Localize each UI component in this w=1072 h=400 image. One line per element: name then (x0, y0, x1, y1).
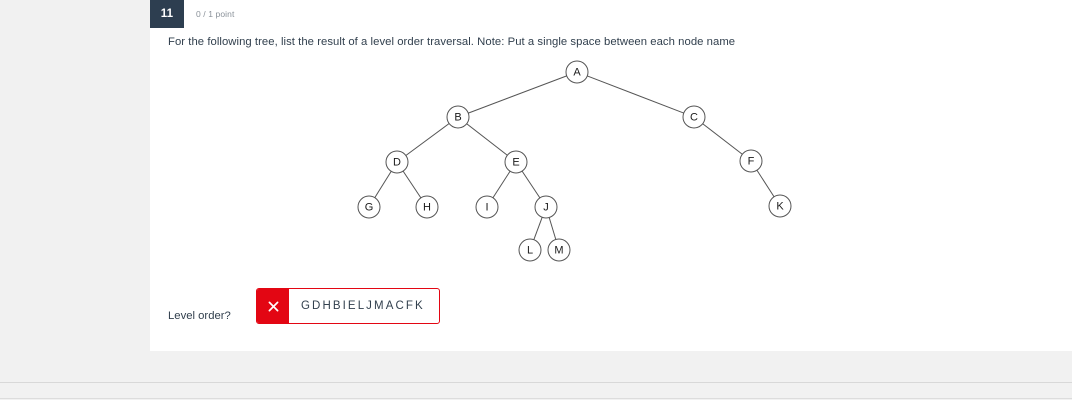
tree-node-J: J (534, 195, 558, 219)
question-prompt: For the following tree, list the result … (168, 36, 736, 48)
tree-node-label-C: C (690, 112, 698, 124)
tree-node-E: E (504, 150, 528, 174)
question-points: 0 / 1 point (196, 9, 235, 19)
tree-node-label-D: D (393, 157, 401, 169)
tree-node-circle-E (504, 150, 528, 174)
tree-node-G: G (357, 195, 381, 219)
tree-node-label-M: M (554, 245, 563, 257)
close-icon (257, 289, 289, 323)
tree-edge-D-G (374, 171, 392, 198)
tree-diagram: A B C D E F G H I J K L M (168, 52, 808, 277)
tree-node-label-I: I (485, 202, 488, 214)
answer-input-wrapper[interactable]: GDHBIELJMACFK (256, 288, 440, 324)
tree-node-C: C (682, 105, 706, 129)
tree-node-circle-B (446, 105, 470, 129)
tree-edge-B-D (405, 123, 450, 156)
bottom-strip (0, 351, 1072, 400)
tree-node-label-K: K (776, 201, 784, 213)
tree-node-label-G: G (365, 202, 374, 214)
tree-node-M: M (547, 238, 571, 262)
tree-node-circle-A (565, 60, 589, 84)
strip-divider-bottom (0, 398, 1072, 399)
tree-svg: A B C D E F G H I J K L M (357, 60, 792, 262)
tree-node-D: D (385, 150, 409, 174)
tree-edge-E-I (492, 170, 511, 199)
tree-node-circle-L (518, 238, 542, 262)
tree-edge-group (374, 75, 775, 240)
question-card: 11 0 / 1 point For the following tree, l… (150, 0, 1072, 351)
tree-node-H: H (415, 195, 439, 219)
tree-edge-C-F (702, 123, 743, 155)
question-header: 11 0 / 1 point (150, 0, 234, 28)
tree-node-circle-F (739, 149, 763, 173)
tree-node-F: F (739, 149, 763, 173)
tree-node-label-A: A (573, 67, 581, 79)
tree-edge-J-L (533, 217, 543, 240)
tree-edge-E-J (521, 170, 541, 199)
strip-divider-top (0, 382, 1072, 383)
answer-input[interactable]: GDHBIELJMACFK (301, 300, 425, 312)
tree-node-label-F: F (748, 156, 755, 168)
tree-node-label-J: J (543, 202, 549, 214)
tree-edge-B-E (466, 123, 508, 156)
tree-node-label-B: B (454, 112, 461, 124)
tree-edge-F-K (756, 169, 775, 198)
tree-node-circle-K (768, 194, 792, 218)
tree-node-circle-H (415, 195, 439, 219)
tree-node-group: A B C D E F G H I J K L M (357, 60, 792, 262)
tree-node-label-E: E (512, 157, 519, 169)
tree-node-K: K (768, 194, 792, 218)
tree-node-A: A (565, 60, 589, 84)
tree-node-B: B (446, 105, 470, 129)
answer-row: Level order? GDHBIELJMACFK (168, 286, 588, 334)
tree-node-circle-D (385, 150, 409, 174)
tree-node-I: I (475, 195, 499, 219)
tree-edge-A-B (468, 75, 567, 114)
tree-node-circle-I (475, 195, 499, 219)
tree-node-circle-M (547, 238, 571, 262)
tree-edge-J-M (548, 217, 557, 240)
tree-node-L: L (518, 238, 542, 262)
tree-node-circle-J (534, 195, 558, 219)
tree-edge-D-H (402, 170, 422, 199)
tree-node-label-H: H (423, 202, 431, 214)
tree-node-label-L: L (527, 245, 533, 257)
tree-edge-A-C (587, 75, 684, 114)
tree-node-circle-C (682, 105, 706, 129)
tree-node-circle-G (357, 195, 381, 219)
question-number-badge: 11 (150, 0, 184, 28)
answer-label: Level order? (168, 310, 231, 322)
